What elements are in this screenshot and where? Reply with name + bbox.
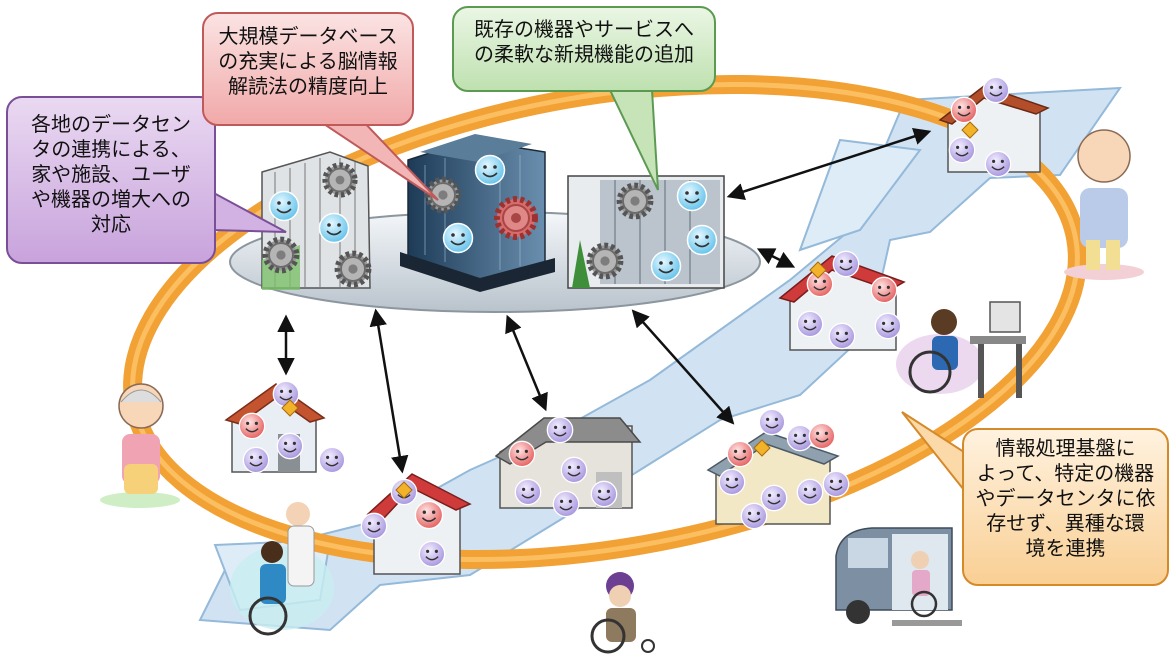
arrow bbox=[631, 309, 735, 425]
smiley-icon bbox=[272, 380, 300, 408]
callout-processing-platform: 情報処理基盤に よって、特定の機器 やデータセンタに依 存せず、異種な環 境を連… bbox=[962, 428, 1169, 586]
arrow bbox=[505, 314, 548, 412]
gear-icon bbox=[325, 165, 355, 195]
smiley-icon bbox=[360, 512, 388, 540]
smiley-icon bbox=[808, 422, 836, 450]
smiley-icon bbox=[676, 180, 708, 212]
smiley-icon bbox=[318, 446, 346, 474]
callout-line: 各地のデータセン bbox=[31, 112, 191, 136]
smiley-icon bbox=[650, 250, 682, 282]
van-icon bbox=[835, 527, 962, 626]
smiley-icon bbox=[870, 276, 898, 304]
computer-icon bbox=[970, 301, 1026, 398]
smiley-icon bbox=[418, 540, 446, 568]
gear-icon bbox=[337, 253, 368, 284]
callout-flexible-functions: 既存の機器やサービスへ の柔軟な新規機能の追加 bbox=[452, 6, 716, 92]
callout-line: 大規模データベース bbox=[218, 24, 398, 48]
smiley-icon bbox=[950, 96, 978, 124]
arrow bbox=[369, 308, 409, 474]
gear-icon bbox=[265, 239, 296, 270]
smiley-icon bbox=[686, 224, 718, 256]
callout-line: 解読法の精度向上 bbox=[228, 74, 388, 98]
datacenter-platform bbox=[229, 134, 761, 313]
smiley-icon bbox=[318, 212, 350, 244]
smiley-icon bbox=[276, 432, 304, 460]
smiley-icon bbox=[560, 456, 588, 484]
smiley-icon bbox=[822, 470, 850, 498]
smiley-icon bbox=[828, 322, 856, 350]
smiley-icon bbox=[796, 310, 824, 338]
smiley-icon bbox=[474, 154, 506, 186]
callout-line: や機器の増大への bbox=[31, 187, 191, 211]
wheelchair-icon bbox=[908, 350, 952, 394]
device-diamond-icons bbox=[281, 121, 979, 499]
smiley-icon bbox=[874, 312, 902, 340]
smiley-icon bbox=[832, 250, 860, 278]
person-icon bbox=[896, 309, 984, 394]
callout-line: 家や施設、ユーザ bbox=[31, 162, 191, 186]
smiley-icon bbox=[948, 136, 976, 164]
smiley-icon bbox=[740, 502, 768, 530]
smiley-icon bbox=[718, 468, 746, 496]
smiley-icon bbox=[238, 412, 266, 440]
callout-line: 情報処理基盤に bbox=[995, 436, 1136, 460]
smiley-icon bbox=[796, 478, 824, 506]
smiley-icon bbox=[242, 446, 270, 474]
callout-tail bbox=[608, 89, 659, 191]
arrow bbox=[726, 127, 932, 201]
callout-line: 既存の機器やサービスへ bbox=[474, 17, 694, 41]
gear-icon bbox=[589, 245, 620, 276]
smiley-icon bbox=[414, 500, 444, 530]
callout-datacenter-collaboration: 各地のデータセン タの連携による、 家や施設、ユーザ や機器の増大への 対応 bbox=[6, 96, 216, 264]
callout-line: やデータセンタに依 bbox=[975, 486, 1156, 510]
gear-icon bbox=[494, 196, 538, 240]
smiley-icon bbox=[514, 478, 542, 506]
person-icon bbox=[100, 383, 180, 508]
person-icon bbox=[1064, 129, 1144, 280]
gear-icon bbox=[619, 185, 650, 216]
smiley-icon bbox=[760, 484, 788, 512]
callout-large-database: 大規模データベース の充実による脳情報 解読法の精度向上 bbox=[202, 12, 414, 126]
person-icon bbox=[230, 502, 334, 636]
smiley-icon bbox=[758, 408, 786, 436]
wheelchair-icon bbox=[248, 596, 288, 636]
callout-line: 対応 bbox=[91, 212, 131, 236]
wheelchair-icon bbox=[910, 590, 938, 618]
callout-line: タの連携による、 bbox=[31, 137, 191, 161]
wheelchair-icon bbox=[590, 618, 655, 654]
callout-line: 存せず、異種な環 bbox=[986, 511, 1145, 535]
smiley-icon bbox=[984, 150, 1012, 178]
arrow bbox=[756, 248, 796, 268]
smiley-icon bbox=[508, 440, 536, 468]
smiley-icon bbox=[268, 190, 300, 222]
callout-line: の柔軟な新規機能の追加 bbox=[474, 42, 694, 66]
callout-line: よって、特定の機器 bbox=[976, 461, 1155, 485]
smiley-icon bbox=[552, 490, 580, 518]
building-icon bbox=[400, 134, 555, 292]
smiley-icon bbox=[546, 416, 574, 444]
smiley-icon bbox=[726, 440, 754, 468]
smiley-icon bbox=[982, 76, 1010, 104]
person-icon bbox=[590, 572, 655, 654]
connection-arrows bbox=[277, 127, 932, 474]
smiley-icon bbox=[442, 222, 474, 254]
callout-line: 境を連携 bbox=[1025, 536, 1106, 560]
callout-line: の充実による脳情報 bbox=[218, 49, 398, 73]
smiley-icon bbox=[590, 480, 618, 508]
